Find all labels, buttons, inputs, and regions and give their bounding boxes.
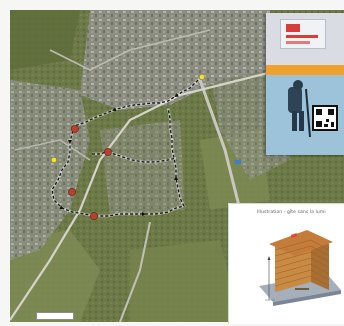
town-area	[100, 120, 185, 215]
main-road	[10, 68, 281, 321]
point-of-interest-icon	[90, 212, 98, 220]
qr-code-icon	[312, 105, 338, 131]
route-arrow-icon	[68, 140, 72, 144]
pilgrimage-poster	[266, 13, 344, 155]
side-road	[119, 221, 151, 322]
poi-layer	[68, 125, 112, 220]
scale-bar	[36, 312, 74, 320]
meadow-patch	[10, 10, 80, 70]
route-layer	[50, 76, 203, 218]
side-road	[49, 29, 211, 71]
shelter-illustration	[259, 230, 341, 306]
illustration-panel: Illustration - gîte sans la lumi	[228, 203, 344, 324]
logo-icon	[280, 19, 326, 49]
meadow-patch	[130, 240, 240, 322]
side-road	[14, 139, 91, 161]
logo-mark	[286, 24, 300, 32]
waypoint-marker-icon	[51, 157, 57, 163]
marker-layer	[51, 74, 205, 163]
point-of-interest-icon	[104, 148, 112, 156]
walking-route-link	[107, 151, 177, 163]
poster-header	[266, 13, 344, 65]
waypoint-marker-icon	[199, 74, 205, 80]
logo-wordmark	[286, 41, 310, 44]
walking-route-branch	[92, 151, 107, 155]
road-sign	[235, 160, 241, 164]
route-arrow-icon	[174, 93, 179, 98]
point-of-interest-icon	[68, 188, 76, 196]
poster-stripe	[266, 65, 344, 75]
illustration-caption: Illustration - gîte sans la lumi	[257, 210, 326, 215]
point-of-interest-icon	[71, 125, 79, 133]
logo-wordmark	[286, 35, 318, 38]
town-area	[10, 80, 90, 260]
walking-route	[51, 76, 203, 217]
pilgrim-figure-icon	[288, 80, 311, 138]
route-arrow-icon	[174, 176, 178, 180]
meadow-patch	[10, 230, 100, 322]
route-arrow-icon	[142, 212, 146, 216]
town-area	[80, 10, 270, 110]
